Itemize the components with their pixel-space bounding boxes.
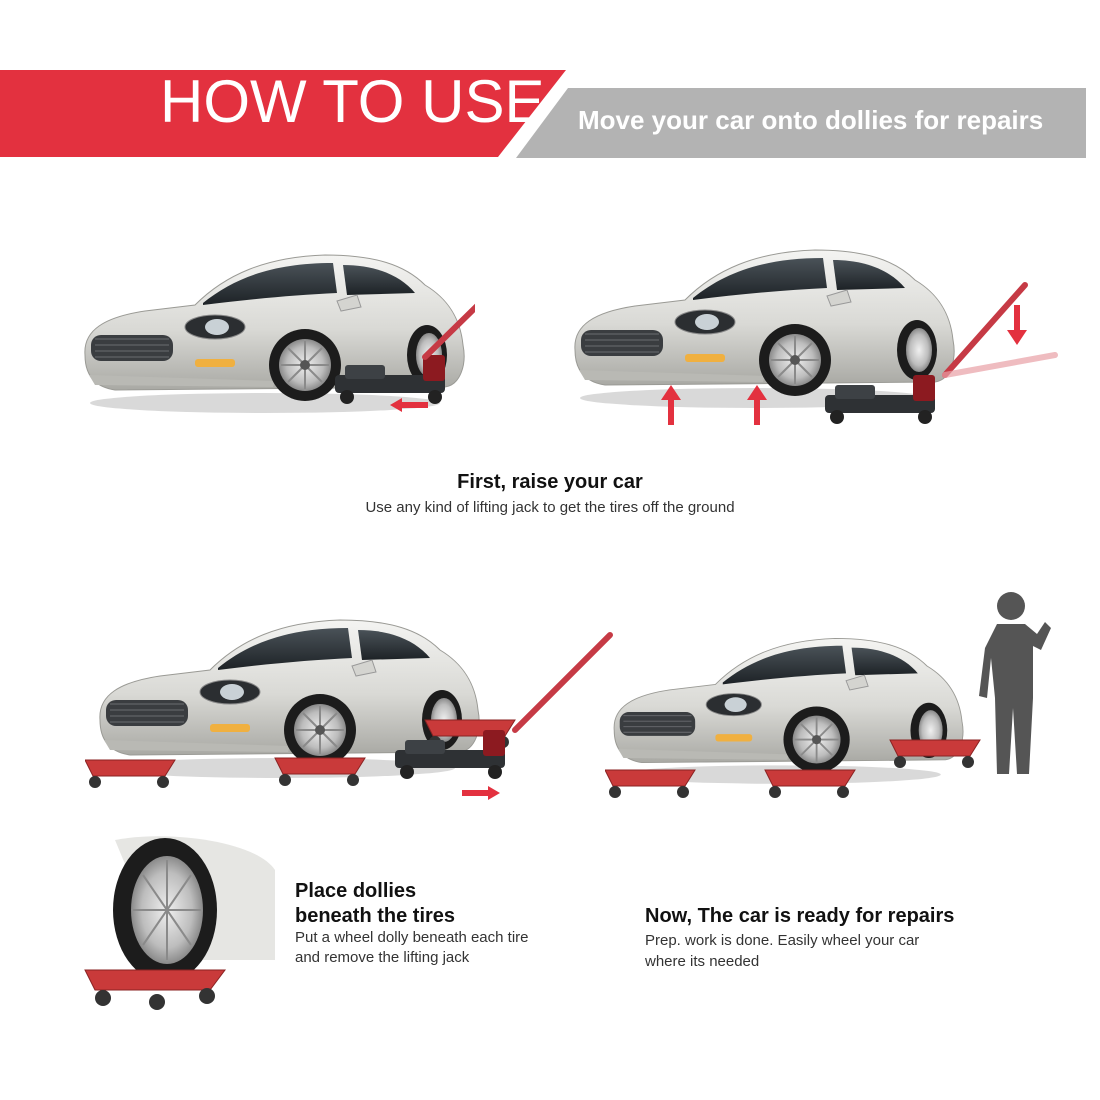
- step2-heading-line2: beneath the tires: [295, 905, 456, 927]
- step1-description: Use any kind of lifting jack to get the …: [365, 499, 735, 516]
- car-illustration-dollies-jack: [84, 600, 625, 800]
- car-illustration-on-dollies: [604, 620, 985, 805]
- person-silhouette-icon: [979, 592, 1051, 774]
- page-subtitle: Move your car onto dollies for repairs: [578, 105, 1044, 135]
- car-illustration-raising-left: [75, 235, 540, 415]
- page-title: HOW TO USE: [160, 68, 545, 135]
- step2-description-line2: and remove the lifting jack: [295, 949, 470, 966]
- arrow-icon: [462, 786, 500, 800]
- header-gray-banner: [0, 70, 1086, 158]
- step3-heading: Now, The car is ready for repairs: [645, 905, 955, 927]
- step3-description-line1: Prep. work is done. Easily wheel your ca…: [645, 932, 920, 949]
- car-illustration-raising-right: [565, 235, 1065, 425]
- arrow-icon: [390, 398, 428, 412]
- wheel-dolly-illustration: [75, 830, 275, 1010]
- step1-heading: First, raise your car: [457, 471, 643, 493]
- step2-heading-line1: Place dollies: [295, 880, 417, 902]
- step3-description-line2: where its needed: [645, 953, 760, 970]
- step2-description-line1: Put a wheel dolly beneath each tire: [295, 929, 529, 946]
